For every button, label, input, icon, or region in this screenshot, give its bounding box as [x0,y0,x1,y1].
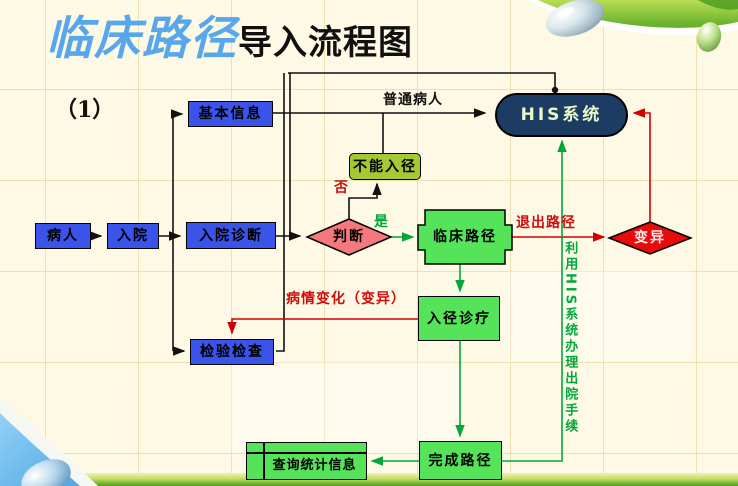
query-stats-divider [247,452,366,454]
title-script-part: 临床路径 [46,11,238,65]
leaf-corner-accent [698,0,738,10]
connector-junction-dot [551,86,559,94]
background-highlight [230,362,460,453]
connector-variation-his [632,108,651,222]
water-droplet-green-icon [696,22,722,52]
title-main-part: 导入流程图 [238,23,413,63]
node-admission: 入院 [107,223,159,249]
page-curl-decoration [0,413,80,486]
page-number-label: （1） [55,97,115,123]
decision-diamond [305,218,393,256]
water-droplet-blue-icon [21,459,71,486]
node-admission-diagnosis: 入院诊断 [186,222,276,249]
edge-label-yes: 是 [374,214,389,230]
variation-diamond [606,221,694,255]
connector-tests-riser [276,73,285,352]
node-tests: 检验检查 [190,339,274,365]
node-patient: 病人 [35,223,91,249]
node-query-stats: 查询统计信息 [246,442,367,480]
variation-label: 变异 [634,230,666,246]
connector-top-route-his [288,72,556,88]
query-stats-divider [263,443,265,479]
node-pathway-care: 入径诊疗 [418,296,500,341]
node-complete-pathway: 完成路径 [419,441,502,480]
edge-label-discharge-via-his: 利用HIS系统办理出院手续 [562,241,578,436]
edge-label-no: 否 [334,180,349,196]
water-droplet-icon [545,0,605,37]
clinical-pathway-shape [417,209,513,265]
connector-condition-change-tests [227,318,418,335]
background-highlight [506,271,692,362]
edge-label-ordinary-patient: 普通病人 [383,92,443,108]
connector-decision-no-cannot-enter [348,182,382,219]
page-title: 临床路径导入流程图 [46,2,413,68]
edge-label-condition-change: 病情变化（变异） [286,291,406,307]
connector-admission-branch [158,114,174,351]
clinical-pathway-label: 临床路径 [433,229,497,245]
bottom-edge-strip [0,473,738,486]
query-stats-label: 查询统计信息 [272,458,357,473]
node-his-system: HIS系统 [495,93,628,137]
node-basic-info: 基本信息 [188,101,273,127]
edge-label-exit-pathway: 退出路径 [516,215,576,231]
decision-label: 判断 [333,229,365,245]
droplet-highlight [557,7,575,17]
node-cannot-enter: 不能入径 [349,153,421,180]
connector-complete-his-discharge [501,139,567,462]
